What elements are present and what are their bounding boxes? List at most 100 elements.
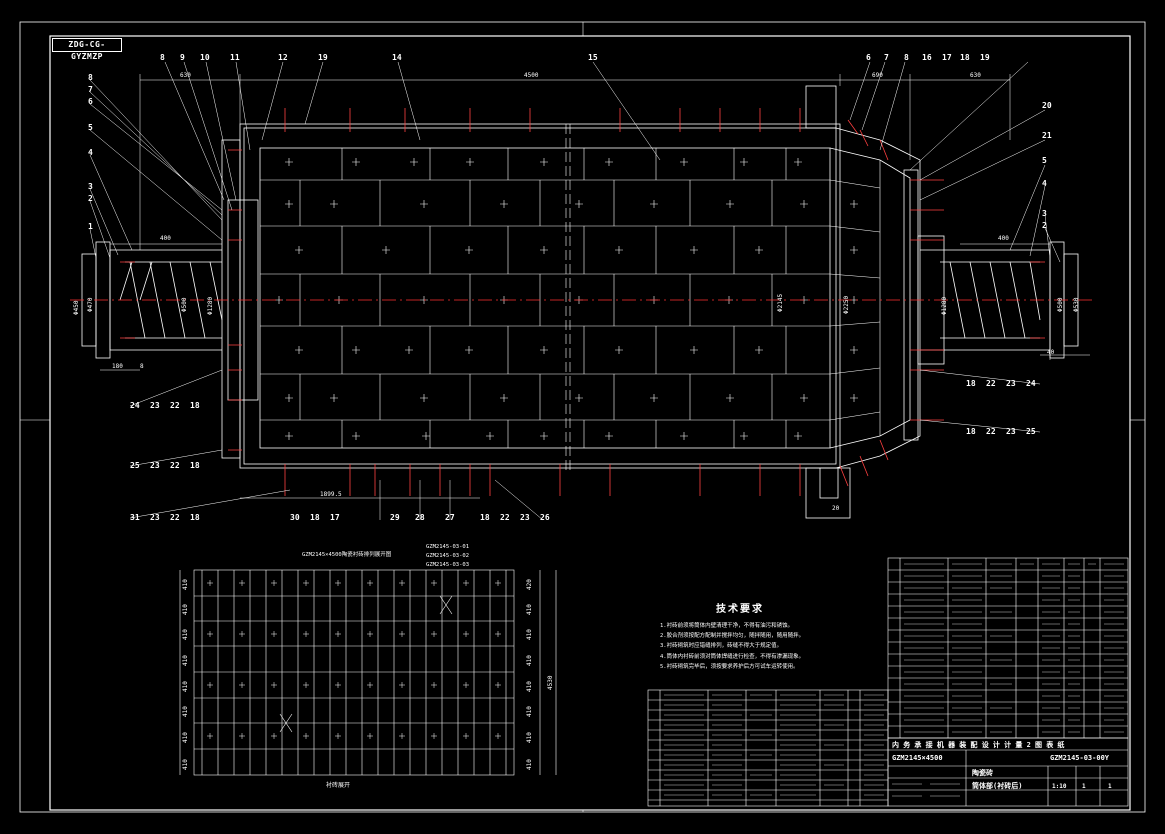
svg-text:410: 410 [182,579,189,590]
company-row: 内 务 承 接 机 器 装 配 设 计 计 量 2 图 表 纸 [892,740,1064,749]
pn-left-0: 8 [88,73,93,82]
svg-text:410: 410 [526,629,533,640]
pn-bottom-9: 26 [540,513,550,522]
pn-ll-2-0: 31 [130,513,140,522]
dim-top-left: 630 [180,72,191,79]
svg-text:410: 410 [182,655,189,666]
svg-text:4530: 4530 [547,675,554,690]
pn-rl-1-1: 22 [986,427,996,436]
dim-dia-3: Φ1280 [207,297,214,315]
title-block [647,689,1129,807]
subview-row-dims: 410 410 410 410 410 410 410 410 420 410 … [182,579,554,770]
title-block-cells [664,694,960,797]
product-name: GZM2145×4500 [892,754,943,762]
pn-ll-0-2: 22 [170,401,180,410]
svg-text:410: 410 [526,706,533,717]
pn-ll-2-1: 23 [150,513,160,522]
pn-left-1: 7 [88,85,93,94]
pn-right-5: 2 [1042,221,1047,230]
pn-bottom-3: 29 [390,513,400,522]
pn-ll-0-1: 23 [150,401,160,410]
pn-top-9: 7 [884,53,889,62]
dim-bottom-span: 1899.5 [320,491,342,498]
sheet-border [19,21,1146,813]
pn-left-2: 6 [88,97,93,106]
pn-bottom-1: 18 [310,513,320,522]
drawing-number: GZM2145-03-00Y [1050,754,1110,762]
dim-dia-5: Φ2250 [843,296,850,314]
part-name-top: 陶瓷砖 [972,768,993,777]
pn-bottom-8: 23 [520,513,530,522]
tech-note-1: 1.衬砖前须将筒体内壁清理干净，不得有油污和锈蚀。 [660,623,794,629]
pn-bottom-7: 22 [500,513,510,522]
svg-text:410: 410 [526,759,533,770]
pn-top-4: 12 [278,53,288,62]
tech-note-3: 3.衬砖砌筑时应错缝排列，砖缝不得大于规定值。 [660,643,783,650]
svg-text:410: 410 [182,681,189,692]
pn-left-4: 4 [88,148,93,157]
pn-top-14: 19 [980,53,990,62]
dim-top-right-a: 690 [872,72,883,79]
pn-bottom-2: 17 [330,513,340,522]
dim-dia-2: Φ500 [181,297,188,312]
pn-ll-1-0: 25 [130,461,140,470]
svg-text:410: 410 [526,732,533,743]
dimension-labels: 630 4500 690 630 400 400 180 8 1899.5 40… [73,72,1080,512]
pn-ll-2-3: 18 [190,513,200,522]
svg-text:410: 410 [182,604,189,615]
subview-caption: 衬砖展开 [326,782,351,789]
title-block-text: 内 务 承 接 机 器 装 配 设 计 计 量 2 图 表 纸 GZM2145×… [892,740,1112,790]
pn-top-0: 8 [160,53,165,62]
pn-bottom-0: 30 [290,513,300,522]
dim-bottom-feed: 20 [832,505,840,512]
tech-note-2: 2.胶合剂须按配方配制并搅拌均匀，随拌随用，随用随拌。 [660,633,805,640]
callout-1: GZM2145-03-01 [426,544,470,550]
pn-ll-1-2: 22 [170,461,180,470]
pn-top-7: 15 [588,53,598,62]
subview-title: GZM2145×4500陶瓷衬砖排列展开图 [302,552,392,558]
pn-top-12: 17 [942,53,952,62]
pn-ll-1-3: 18 [190,461,200,470]
pn-right-2: 5 [1042,156,1047,165]
pn-ll-0-3: 18 [190,401,200,410]
svg-text:410: 410 [182,759,189,770]
pn-rl-1-2: 23 [1006,427,1016,436]
pn-bottom-6: 18 [480,513,490,522]
brick-center-marks [275,158,858,440]
dim-left-len: 400 [160,235,171,242]
brick-layout-subview [179,569,557,776]
pn-left-3: 5 [88,123,93,132]
pn-top-10: 8 [904,53,909,62]
tech-note-5: 5.衬砖砌筑完毕后，须按要求养护后方可试车运转使用。 [660,663,799,670]
tech-note-4: 4.筒体内衬砖前须对筒体焊缝进行检查，不得有渗漏现象。 [660,653,805,660]
sheet: 1 [1082,783,1086,790]
drawing-code-box: ZDG-CG-GYZMZP [52,38,122,61]
tech-requirements-title: 技术要求 [716,604,764,615]
pn-right-1: 21 [1042,131,1052,140]
drawing-frame [49,35,1131,811]
svg-text:410: 410 [526,655,533,666]
pn-top-5: 19 [318,53,328,62]
pn-left-5: 3 [88,182,93,191]
pn-right-0: 20 [1042,101,1052,110]
dim-dia-8: Φ530 [1073,297,1080,312]
pn-top-13: 18 [960,53,970,62]
bolts [120,108,1045,496]
tech-requirements-list: 1.衬砖前须将筒体内壁清理干净，不得有油污和锈蚀。 2.胶合剂须按配方配制并搅拌… [660,621,804,672]
pn-top-11: 16 [922,53,932,62]
dim-dia-0: Φ450 [73,300,80,315]
subview-crosses [207,580,501,739]
dimension-lines [100,74,1090,499]
pn-ll-2-2: 22 [170,513,180,522]
sheets: 1 [1108,783,1112,790]
pn-bottom-5: 27 [445,513,455,522]
scale: 1:10 [1052,783,1067,790]
pn-top-3: 11 [230,53,240,62]
dim-dia-1: Φ470 [87,297,94,312]
dim-top-right-b: 630 [970,72,981,79]
dim-right-len: 400 [998,235,1009,242]
svg-text:410: 410 [526,604,533,615]
pn-left-7: 1 [88,222,93,231]
pn-top-1: 9 [180,53,185,62]
pn-rl-1-0: 18 [966,427,976,436]
